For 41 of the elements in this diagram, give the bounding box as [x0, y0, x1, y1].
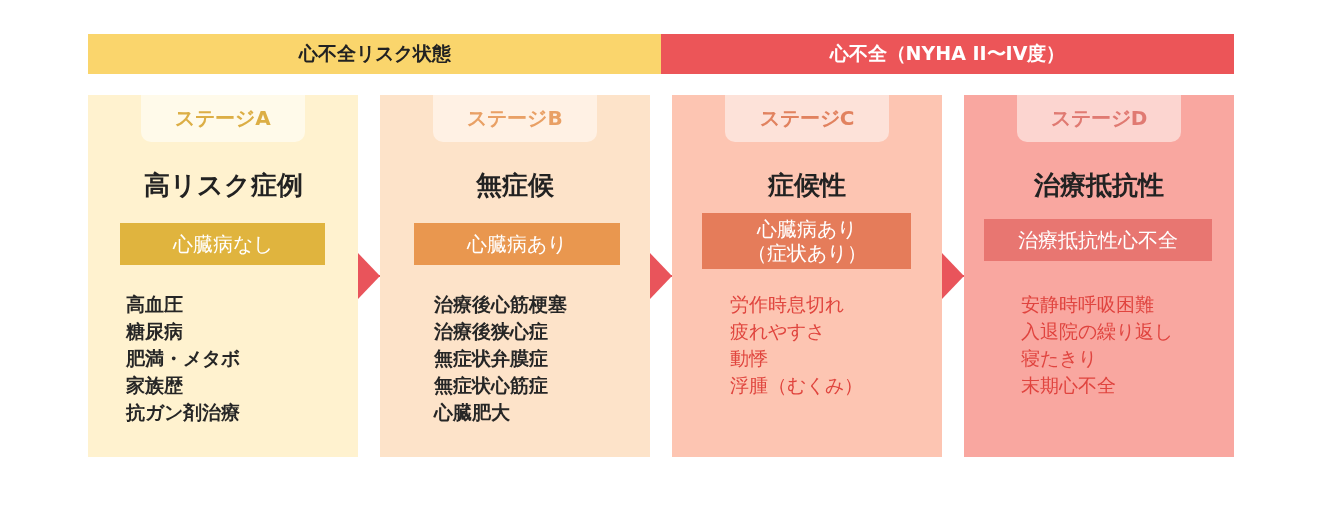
- chevron-arrow: [649, 253, 673, 299]
- list-item: 高血圧: [126, 292, 183, 317]
- chevron-arrow: [941, 253, 965, 299]
- stage-card: [88, 95, 358, 457]
- stage-card: [964, 95, 1234, 457]
- list-item: 抗ガン剤治療: [126, 400, 240, 425]
- list-item: 動悸: [730, 346, 768, 371]
- list-item: 肥満・メタボ: [126, 346, 240, 371]
- stage-tab: ステージC: [725, 95, 889, 142]
- stage-tab: ステージB: [433, 95, 597, 142]
- list-item: 入退院の繰り返し: [1021, 319, 1173, 344]
- stage-tab: ステージA: [141, 95, 305, 142]
- stage-title: 無症候: [476, 169, 554, 201]
- category-box: 治療抵抗性心不全: [984, 219, 1212, 261]
- header-band: 心不全（NYHA II〜IV度）: [661, 34, 1234, 74]
- category-box: 心臓病あり: [414, 223, 620, 265]
- list-item: 労作時息切れ: [730, 292, 844, 317]
- list-item: 心臓肥大: [434, 400, 510, 425]
- stage-tab: ステージD: [1017, 95, 1181, 142]
- box-text: 心臓病あり: [756, 217, 857, 241]
- stage-card: [672, 95, 942, 457]
- stage-title: 症候性: [768, 169, 846, 201]
- category-box: 心臓病なし: [120, 223, 325, 265]
- stage-card: [380, 95, 650, 457]
- stage-title: 治療抵抗性: [1034, 169, 1164, 201]
- list-item: 寝たきり: [1021, 346, 1097, 371]
- list-item: 治療後狭心症: [434, 319, 548, 344]
- list-item: 安静時呼吸困難: [1021, 292, 1154, 317]
- stage-title: 高リスク症例: [143, 169, 303, 201]
- list-item: 無症状心筋症: [434, 373, 548, 398]
- list-item: 治療後心筋梗塞: [434, 292, 567, 317]
- box-text: （症状あり）: [746, 241, 867, 265]
- category-box: [702, 213, 911, 269]
- list-item: 浮腫（むくみ）: [730, 373, 863, 398]
- list-item: 糖尿病: [126, 319, 183, 344]
- list-item: 疲れやすさ: [730, 319, 825, 344]
- chevron-arrow: [357, 253, 381, 299]
- header-band: 心不全リスク状態: [88, 34, 661, 74]
- list-item: 家族歴: [126, 373, 183, 398]
- list-item: 無症状弁膜症: [434, 346, 548, 371]
- list-item: 末期心不全: [1021, 373, 1116, 398]
